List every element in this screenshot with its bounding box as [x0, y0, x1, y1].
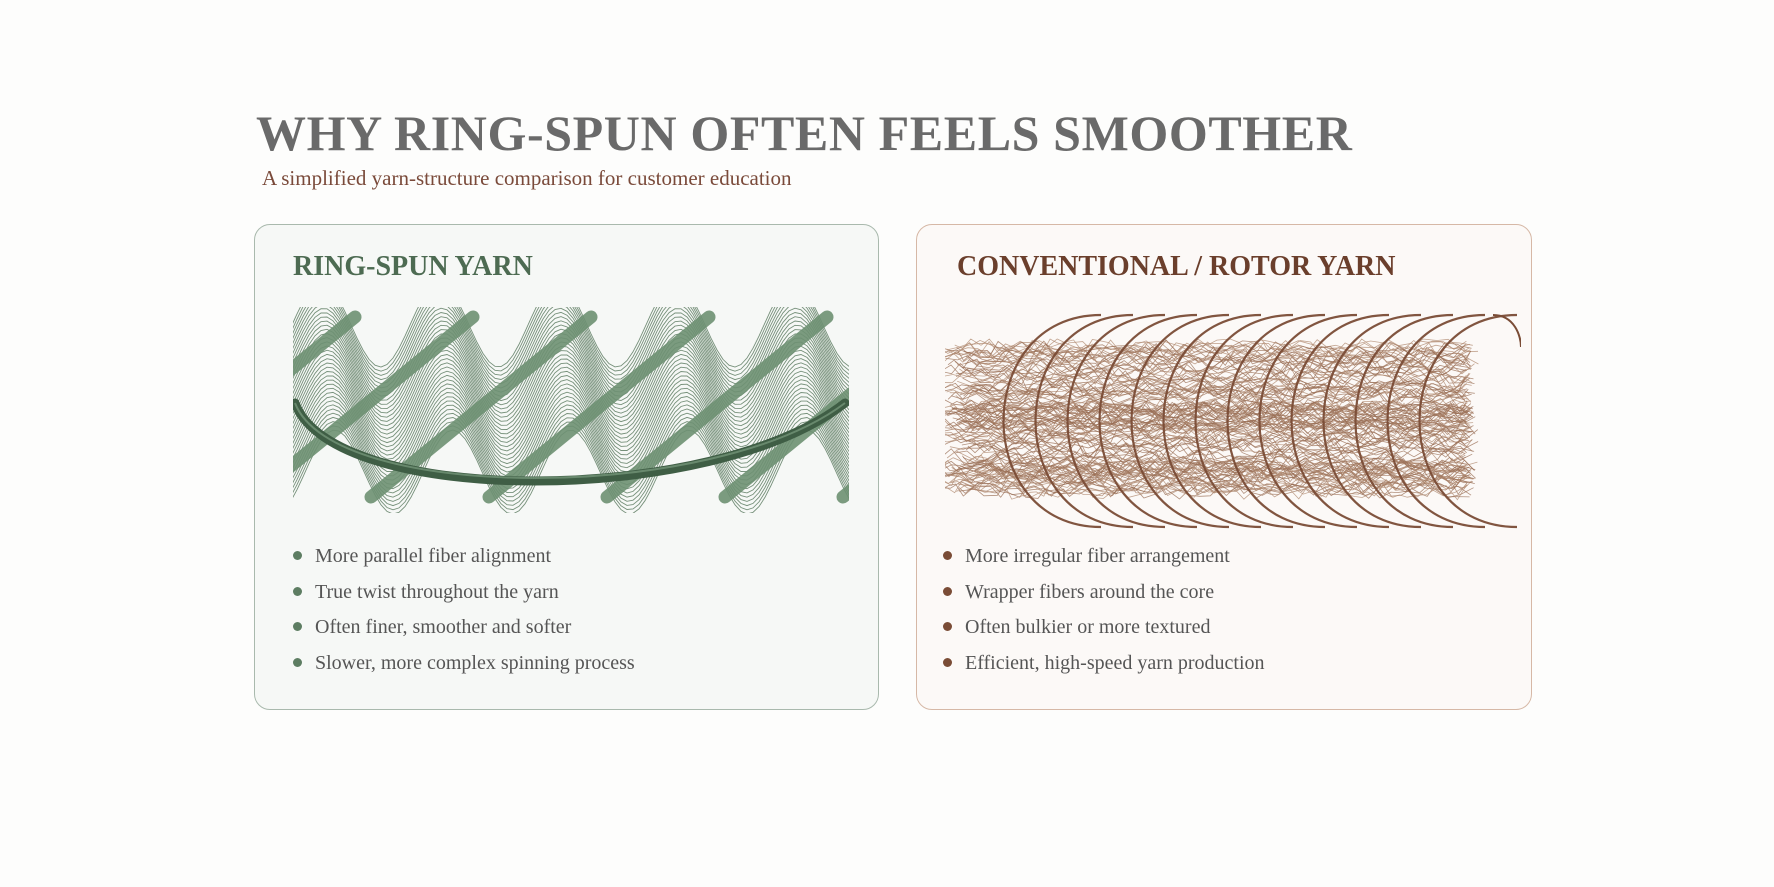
- bullet-text: Often finer, smoother and softer: [315, 616, 572, 638]
- bullet-dot: [943, 622, 952, 631]
- bullet-dot: [943, 586, 952, 596]
- ring-spun-yarn-illustration: [293, 307, 849, 513]
- bullet-item: Slower, more complex spinning process: [293, 650, 635, 686]
- bullet-item: More parallel fiber alignment: [293, 543, 635, 579]
- rotor-yarn-bullet-list: More irregular fiber arrangement Wrapper…: [943, 543, 1265, 685]
- wrapper-fibers: [1002, 313, 1521, 529]
- bullet-item: Efficient, high-speed yarn production: [943, 650, 1265, 686]
- bullet-dot: [293, 551, 302, 560]
- bullet-text: Slower, more complex spinning process: [315, 651, 635, 674]
- rotor-yarn-panel: CONVENTIONAL / ROTOR YARN More irregular…: [916, 224, 1532, 710]
- rotor-yarn-title: CONVENTIONAL / ROTOR YARN: [957, 251, 1396, 282]
- ring-spun-bullet-list: More parallel fiber alignment True twist…: [293, 543, 635, 685]
- ring-spun-panel: RING-SPUN YARN More parallel fiber align…: [254, 224, 879, 710]
- bullet-item: Wrapper fibers around the core: [943, 579, 1265, 615]
- bullet-item: Often finer, smoother and softer: [293, 614, 635, 650]
- bullet-text: Efficient, high-speed yarn production: [965, 651, 1265, 674]
- bullet-text: Often bulkier or more textured: [965, 616, 1211, 638]
- bullet-text: More irregular fiber arrangement: [965, 545, 1230, 567]
- page-title: WHY RING-SPUN OFTEN FEELS SMOOTHER: [256, 105, 1353, 161]
- bullet-dot: [943, 657, 952, 667]
- fiber-group: [293, 307, 849, 513]
- page-subtitle: A simplified yarn-structure comparison f…: [262, 166, 792, 190]
- bullet-dot: [943, 551, 952, 560]
- bullet-dot: [293, 657, 302, 667]
- bullet-text: More parallel fiber alignment: [315, 545, 552, 567]
- bullet-text: True twist throughout the yarn: [315, 580, 559, 603]
- bullet-dot: [293, 586, 302, 596]
- bullet-item: True twist throughout the yarn: [293, 579, 635, 615]
- bullet-dot: [293, 622, 302, 631]
- bullet-item: More irregular fiber arrangement: [943, 543, 1265, 579]
- rotor-yarn-illustration: [945, 313, 1521, 529]
- bullet-item: Often bulkier or more textured: [943, 614, 1265, 650]
- tangled-core: [945, 338, 1479, 501]
- bullet-text: Wrapper fibers around the core: [965, 580, 1215, 603]
- ring-spun-title: RING-SPUN YARN: [293, 251, 533, 282]
